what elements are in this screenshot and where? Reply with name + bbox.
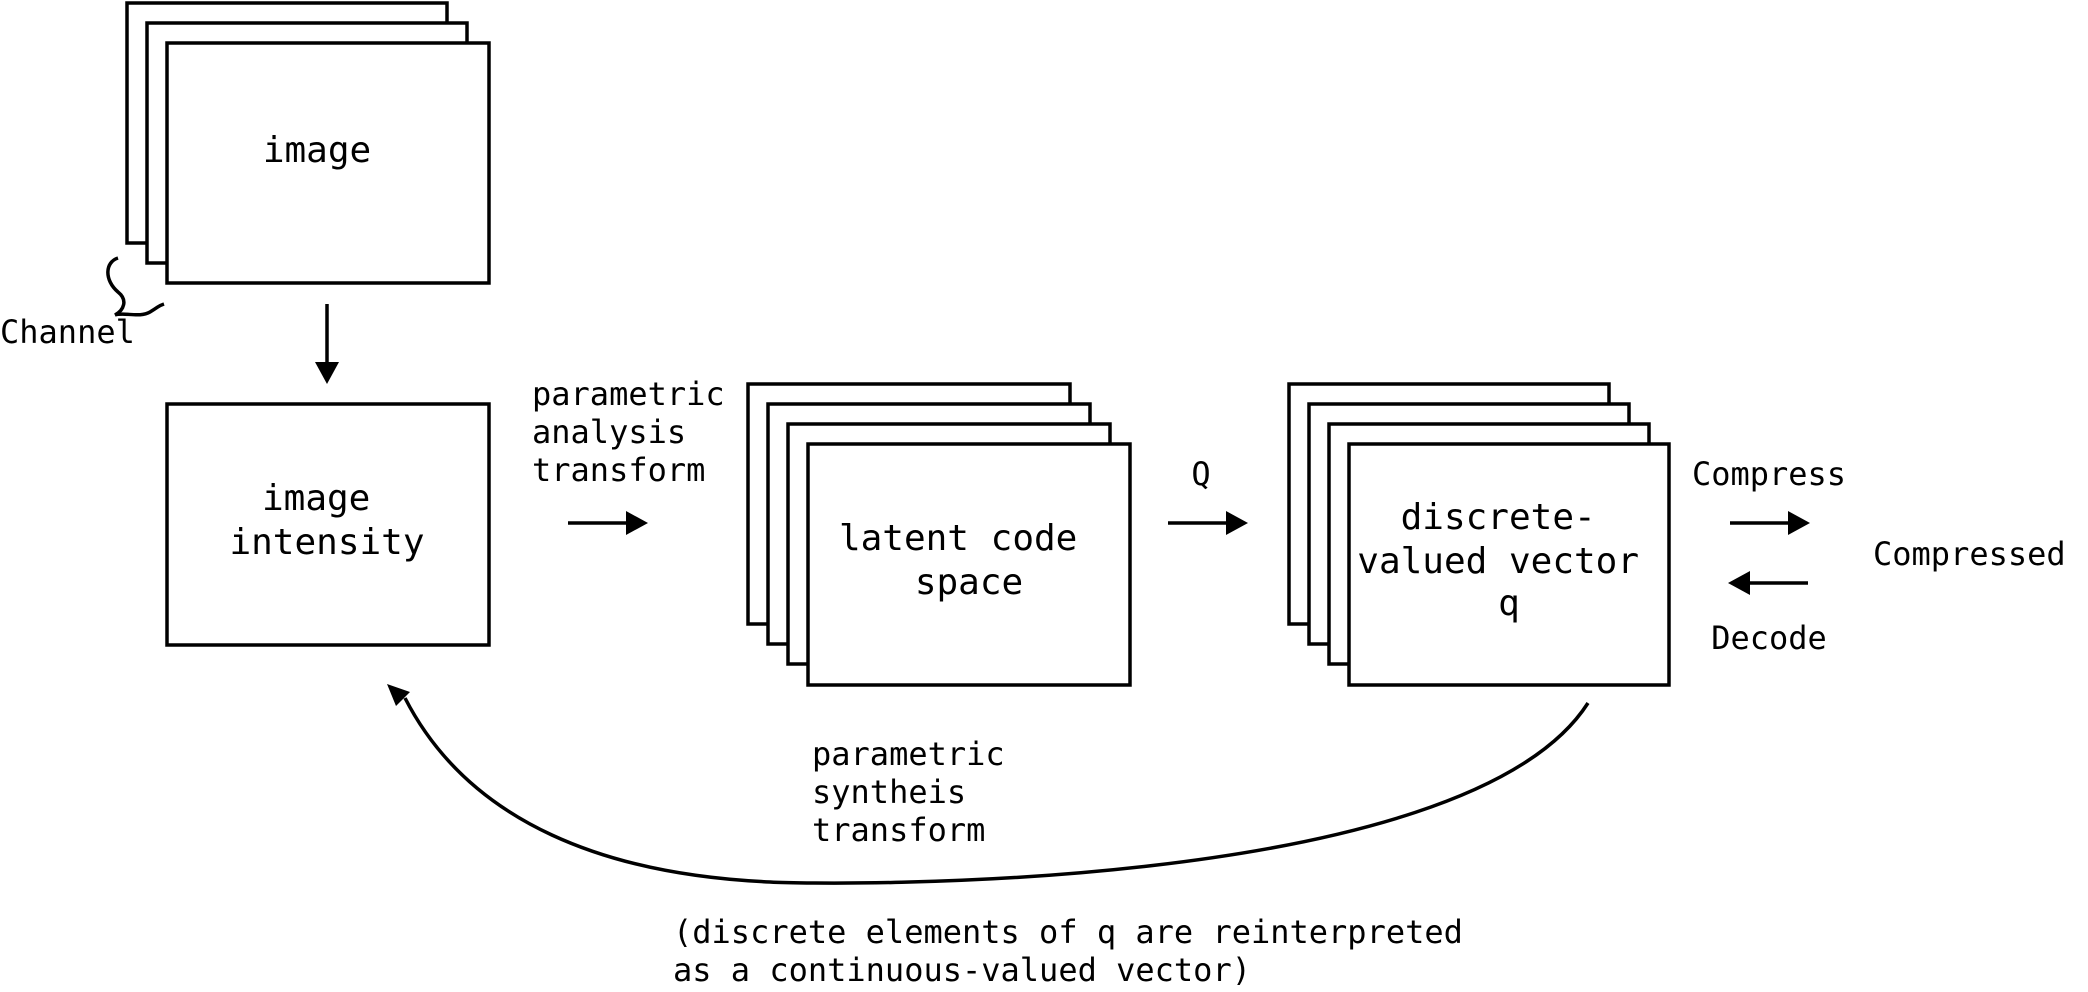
latent-label: latent code space xyxy=(839,518,1099,603)
latent-stack: latent code space xyxy=(746,382,1132,687)
image-intensity-line-1: image xyxy=(262,478,370,519)
footnote: (discrete elements of q are reinterprete… xyxy=(673,913,1482,989)
synthesis-line-1: parametric xyxy=(812,735,1005,773)
analysis-arrow xyxy=(568,511,648,535)
analysis-transform-label: parametric analysis transform xyxy=(532,375,744,489)
image-intensity-node: image intensity xyxy=(165,402,491,647)
latent-code-box xyxy=(806,442,1132,687)
image-intensity-box xyxy=(165,402,491,647)
image-label: image xyxy=(263,130,371,171)
image-intensity-line-2: intensity xyxy=(229,522,424,563)
quantize-arrow xyxy=(1168,511,1248,535)
down-arrow xyxy=(315,304,339,384)
discrete-label: discrete- valued vector q xyxy=(1357,497,1660,624)
synthesis-line-2: syntheis xyxy=(812,773,966,811)
compress-arrow xyxy=(1730,511,1810,535)
channel-label: Channel xyxy=(0,313,135,351)
footnote-line-1: (discrete elements of q are reinterprete… xyxy=(673,913,1463,951)
synthesis-line-3: transform xyxy=(812,811,985,849)
latent-line-1: latent code xyxy=(839,518,1077,559)
synthesis-transform-label: parametric syntheis transform xyxy=(812,735,1024,849)
footnote-line-2: as a continuous-valued vector) xyxy=(673,951,1251,989)
latent-line-2: space xyxy=(915,562,1023,603)
decode-arrow xyxy=(1728,571,1808,595)
synthesis-arrow xyxy=(387,684,1590,885)
discrete-stack: discrete- valued vector q xyxy=(1287,382,1671,687)
image-intensity-label: image intensity xyxy=(229,478,424,563)
discrete-line-2: valued vector xyxy=(1357,541,1639,582)
compressed-label: Compressed xyxy=(1873,535,2066,573)
discrete-vector-box xyxy=(1347,442,1671,687)
decode-label: Decode xyxy=(1711,619,1827,657)
analysis-line-3: transform xyxy=(532,451,705,489)
compress-label: Compress xyxy=(1692,455,1846,493)
analysis-line-1: parametric xyxy=(532,375,725,413)
image-stack: image xyxy=(125,1,491,285)
discrete-line-3: q xyxy=(1498,583,1520,624)
quantizer-label: Q xyxy=(1191,455,1210,493)
channel-brace xyxy=(106,256,165,317)
image-box xyxy=(165,41,491,285)
discrete-line-1: discrete- xyxy=(1401,497,1596,538)
analysis-line-2: analysis xyxy=(532,413,686,451)
